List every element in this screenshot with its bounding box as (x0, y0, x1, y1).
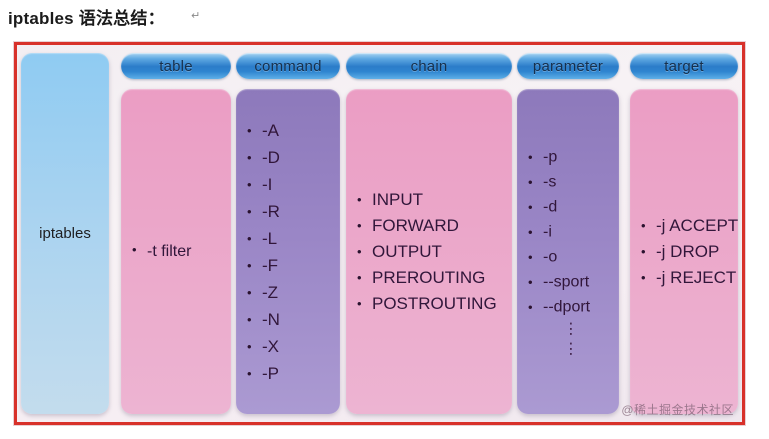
header-pill-parameter-label: parameter (532, 57, 604, 75)
header-pill-chain-label: chain (410, 57, 448, 75)
header-pill-command: command (236, 53, 340, 79)
header-pill-chain: chain (346, 53, 512, 79)
column-box-parameter: -p -s -d -i -o --sport --dport ⋮ ⋮ (517, 89, 619, 414)
ellipsis-mark: ⋮ (563, 320, 579, 337)
column-box-table: -t filter (121, 89, 231, 414)
list-item: -i (527, 219, 615, 244)
list-item: -d (527, 194, 615, 219)
header-pill-table-label: table (159, 57, 193, 75)
header-pill-parameter: parameter (517, 53, 619, 79)
list-item: POSTROUTING (356, 291, 508, 317)
iptables-syntax-diagram: table command chain parameter target ipt… (14, 42, 745, 425)
command-list: -A -D -I -R -L -F -Z -N -X -P (246, 117, 336, 387)
list-item: -j DROP (640, 239, 734, 265)
header-pill-table: table (121, 53, 231, 79)
list-item: FORWARD (356, 213, 508, 239)
list-item: -X (246, 333, 336, 360)
list-item: -A (246, 117, 336, 144)
list-item: -t filter (131, 242, 191, 261)
list-item: -Z (246, 279, 336, 306)
parameter-list: -p -s -d -i -o --sport --dport ⋮ ⋮ (527, 144, 615, 359)
list-item: -D (246, 144, 336, 171)
list-item: -L (246, 225, 336, 252)
watermark: @稀土掘金技术社区 (621, 403, 734, 417)
list-item: -j ACCEPT (640, 213, 738, 239)
list-item: -o (527, 244, 615, 269)
list-item: INPUT (356, 187, 508, 213)
column-box-iptables: iptables (21, 53, 109, 414)
list-item: --sport (527, 269, 615, 294)
iptables-label: iptables (39, 225, 91, 242)
paragraph-return-mark: ↵ (191, 10, 201, 22)
header-pill-target-label: target (664, 57, 704, 75)
column-box-command: -A -D -I -R -L -F -Z -N -X -P (236, 89, 340, 414)
column-box-chain: INPUT FORWARD OUTPUT PREROUTING POSTROUT… (346, 89, 512, 414)
list-item: -I (246, 171, 336, 198)
list-item: -P (246, 360, 336, 387)
list-item: --dport (527, 294, 615, 319)
ellipsis-mark: ⋮ (563, 340, 579, 357)
list-item: OUTPUT (356, 239, 508, 265)
page-title: iptables 语法总结： (8, 9, 165, 28)
header-pill-target: target (630, 53, 738, 79)
list-item: -N (246, 306, 336, 333)
list-item: PREROUTING (356, 265, 508, 291)
column-box-target: -j ACCEPT -j DROP -j REJECT (630, 89, 738, 414)
target-list: -j ACCEPT -j DROP -j REJECT (640, 213, 738, 291)
list-item: -R (246, 198, 336, 225)
list-item: -p (527, 144, 615, 169)
header-pill-command-label: command (254, 57, 322, 75)
chain-list: INPUT FORWARD OUTPUT PREROUTING POSTROUT… (356, 187, 508, 317)
list-item: -s (527, 169, 615, 194)
list-item: -F (246, 252, 336, 279)
list-item: -j REJECT (640, 265, 736, 291)
